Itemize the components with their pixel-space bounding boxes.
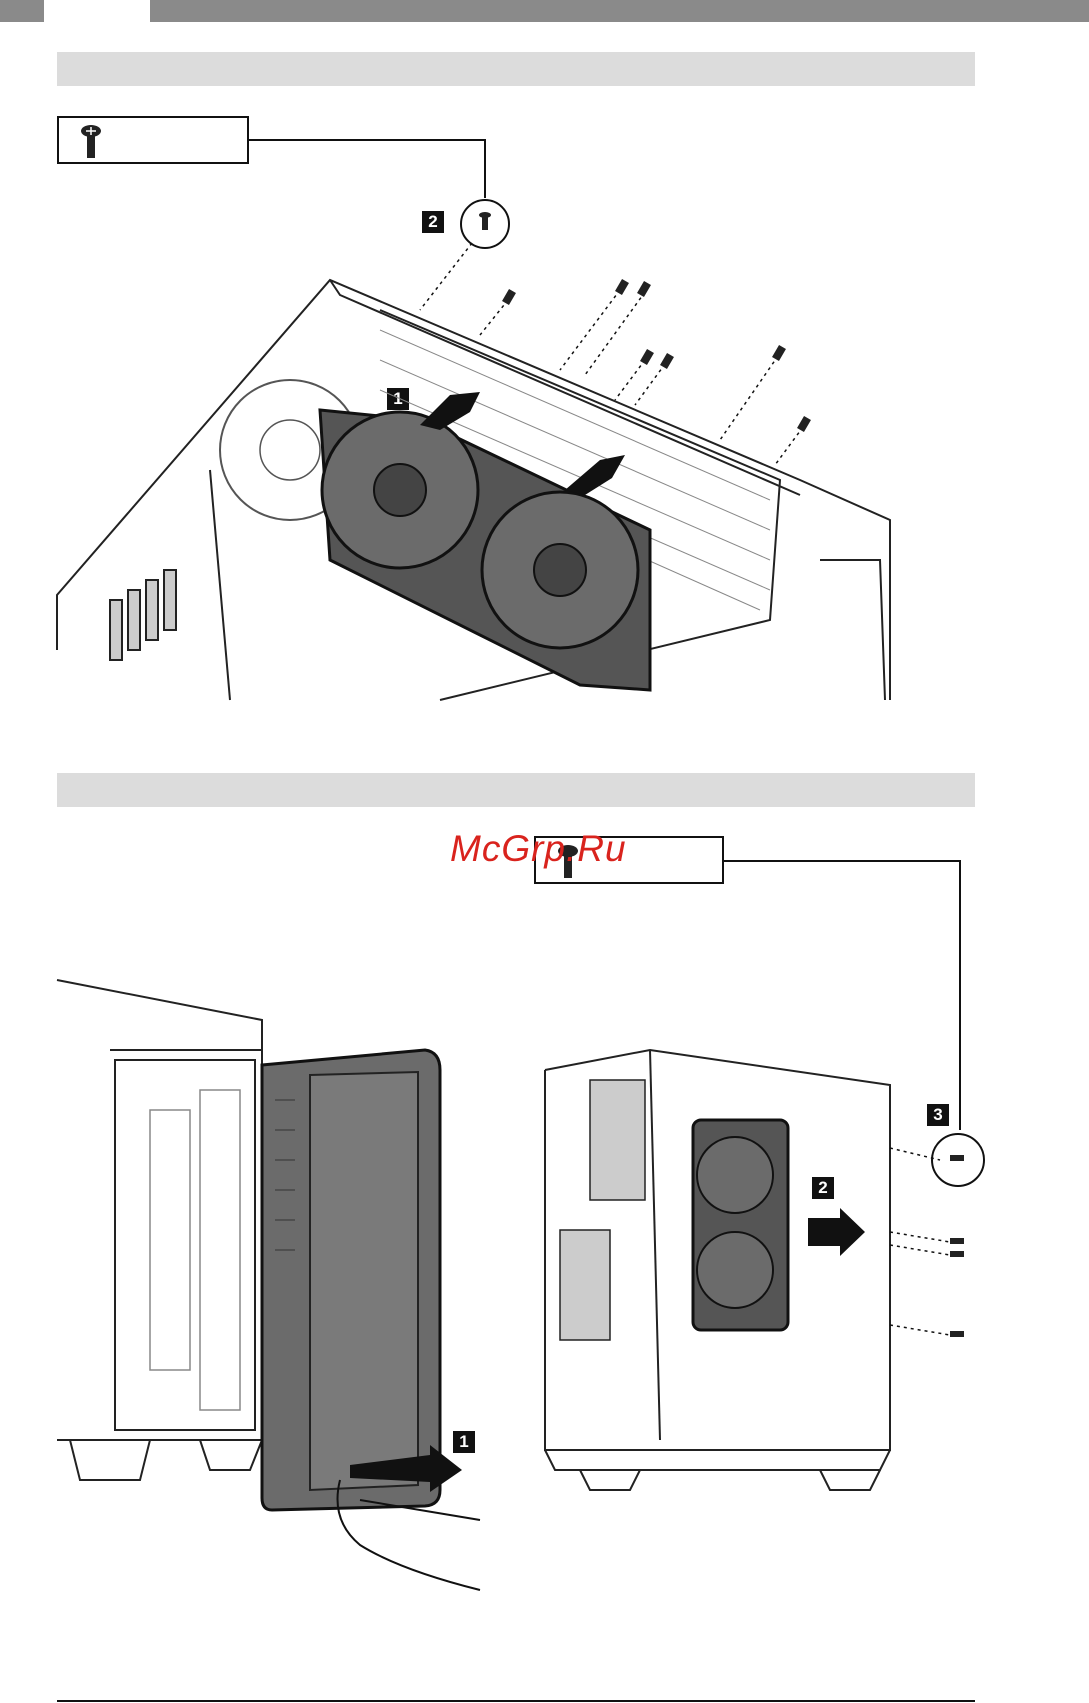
fan-install-illustration-top bbox=[0, 0, 1089, 720]
hand-icon bbox=[338, 1480, 481, 1590]
pc-case-icon bbox=[545, 1050, 890, 1490]
screw-icon bbox=[950, 1238, 964, 1337]
screw-icon bbox=[950, 1155, 964, 1161]
pc-case-icon bbox=[57, 980, 262, 1480]
step-badge-2-bottom: 2 bbox=[812, 1177, 834, 1199]
fan-icon bbox=[697, 1137, 773, 1213]
step-badge-1-bottom: 1 bbox=[453, 1431, 475, 1453]
callout-circle-bottom bbox=[932, 1134, 984, 1186]
screw-icon bbox=[502, 279, 811, 432]
side-panel-left bbox=[262, 1050, 440, 1510]
section-bar-bottom bbox=[57, 773, 975, 807]
step-badge-3-bottom: 3 bbox=[927, 1104, 949, 1126]
arrow-icon bbox=[350, 1445, 462, 1492]
radiator-fans-right bbox=[693, 1120, 788, 1330]
fan-icon bbox=[697, 1232, 773, 1308]
watermark: McGrp.Ru bbox=[450, 828, 627, 870]
bottom-rule bbox=[57, 1700, 975, 1702]
arrow-icon bbox=[808, 1208, 865, 1256]
radiator-fans-top bbox=[320, 410, 650, 690]
